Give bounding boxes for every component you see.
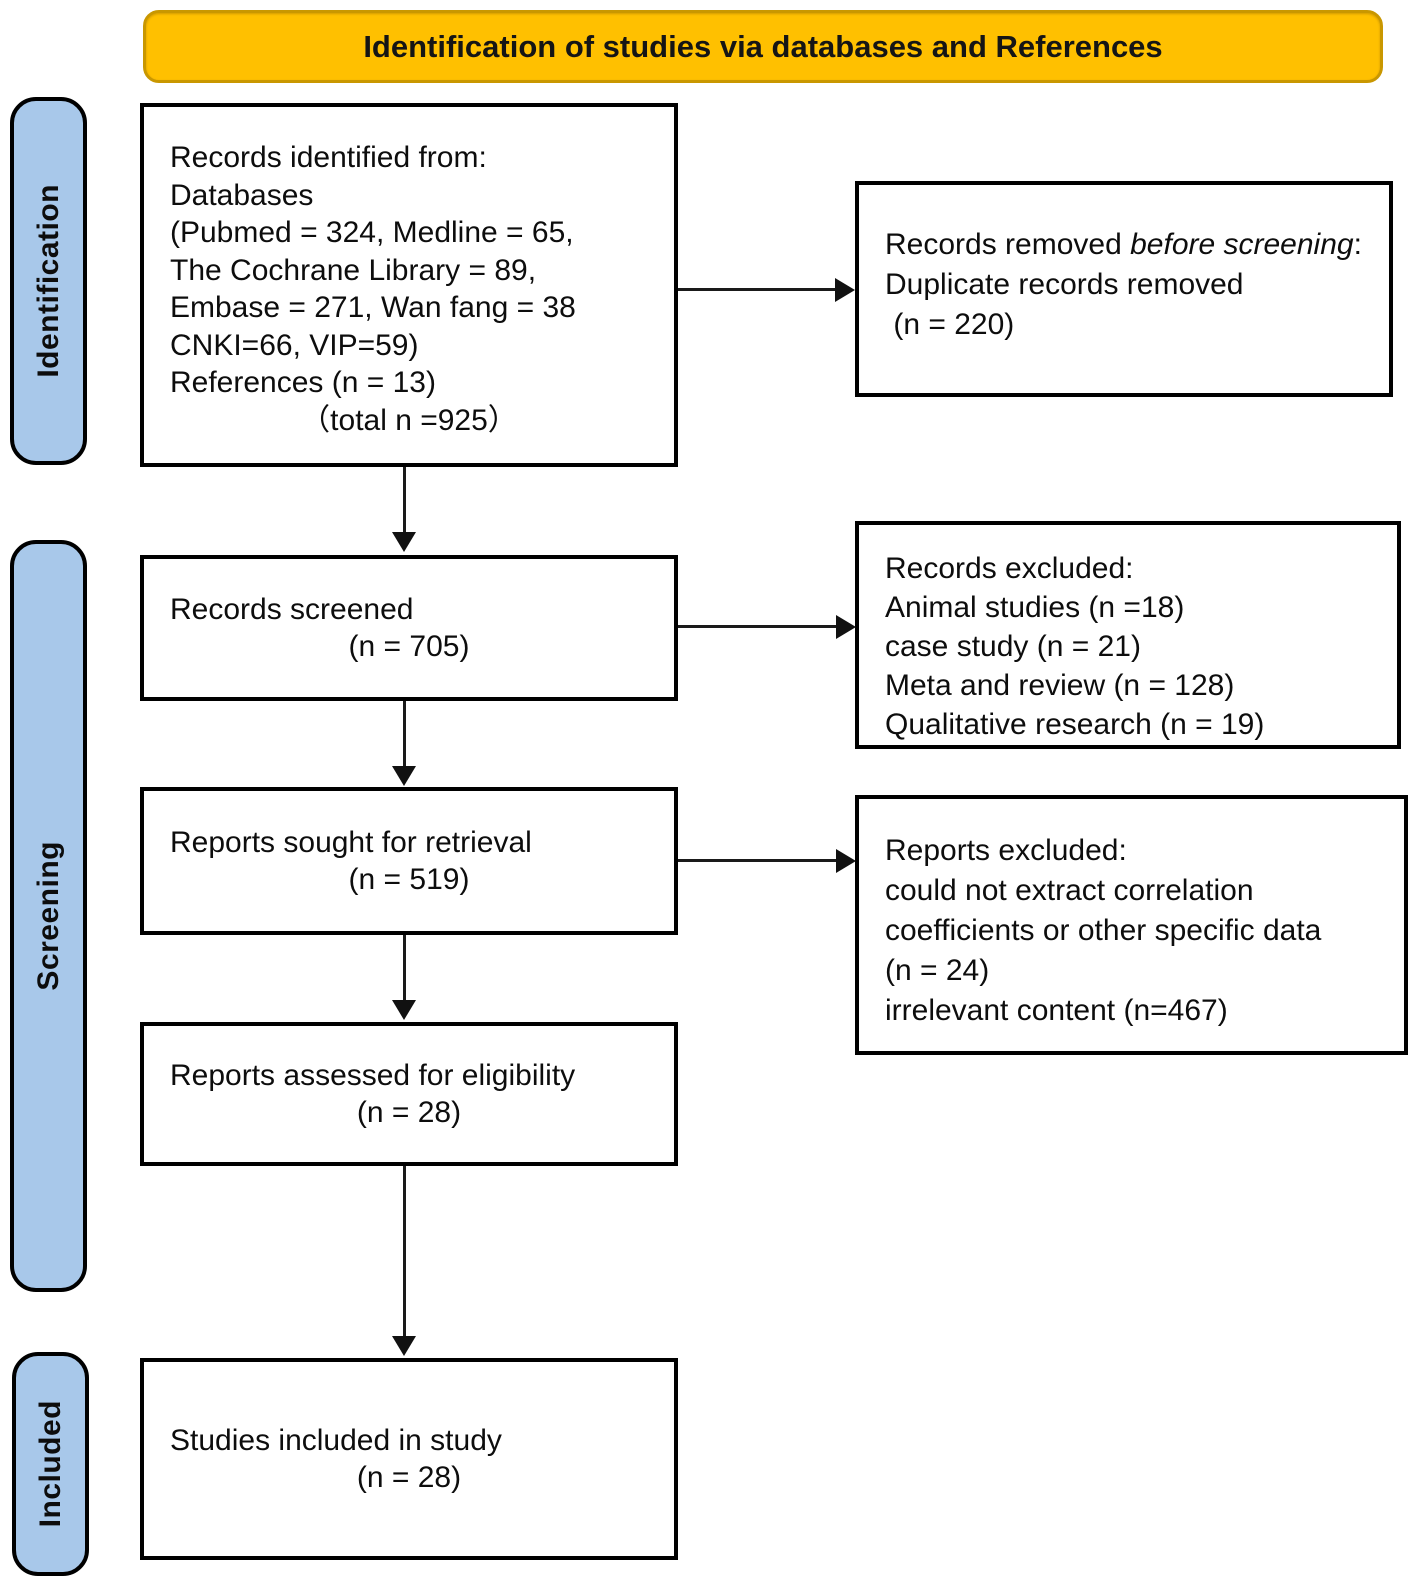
stage-included-label: Included [33, 1400, 67, 1528]
box-count: (n = 28) [356, 1096, 462, 1129]
text-line: Records removed before screening: [885, 225, 1363, 265]
text-line: Qualitative research (n = 19) [885, 708, 1265, 741]
box-studies-included: Studies included in study (n = 28) [140, 1358, 678, 1560]
header-banner: Identification of studies via databases … [143, 10, 1383, 83]
stage-screening: Screening [10, 540, 87, 1292]
box-title: Reports assessed for eligibility [170, 1058, 576, 1092]
box-records-screened: Records screened (n = 705) [140, 555, 678, 701]
text-line: Databases [170, 178, 314, 212]
arrow-head [835, 278, 855, 302]
stage-identification-label: Identification [31, 184, 65, 378]
removed-suffix: : [1353, 228, 1362, 261]
arrow-head [836, 849, 856, 873]
text-line: irrelevant content (n=467) [885, 993, 1228, 1027]
removed-prefix: Records removed [885, 228, 1131, 261]
text-line: Records identified from: [170, 141, 487, 174]
box-count: (n = 705) [348, 630, 470, 663]
box-reports-excluded: Reports excluded: could not extract corr… [855, 795, 1408, 1055]
arrow-head [392, 1336, 416, 1356]
text-line: case study (n = 21) [885, 630, 1141, 663]
text-line: coefficients or other specific data [885, 913, 1322, 947]
arrow-line [403, 935, 406, 1002]
text-line: Animal studies (n =18) [885, 591, 1185, 624]
arrow-head [392, 1000, 416, 1020]
arrow-line [403, 1166, 406, 1338]
text-line: Embase = 271, Wan fang = 38 [170, 291, 576, 324]
box-count: (n = 519) [348, 863, 470, 896]
box-records-excluded: Records excluded: Animal studies (n =18)… [855, 521, 1401, 749]
removed-italic: before screening [1130, 228, 1354, 261]
text-line: Duplicate records removed [885, 267, 1244, 301]
box-records-identified: Records identified from: Databases (Pubm… [140, 103, 678, 467]
text-line: (n = 24) [885, 953, 990, 987]
stage-included: Included [12, 1352, 89, 1576]
arrow-head [392, 766, 416, 786]
header-title: Identification of studies via databases … [363, 28, 1163, 64]
box-records-removed: Records removed before screening: Duplic… [855, 181, 1393, 397]
box-reports-sought: Reports sought for retrieval (n = 519) [140, 787, 678, 935]
text-line: The Cochrane Library = 89, [170, 253, 537, 287]
box-count: (n = 28) [356, 1461, 462, 1494]
text-line: (n = 220) [885, 307, 1015, 341]
box-title: Reports sought for retrieval [170, 825, 532, 859]
arrow-line [678, 288, 836, 291]
text-line: Meta and review (n = 128) [885, 669, 1235, 702]
arrow-line [403, 701, 406, 768]
stage-identification: Identification [10, 97, 87, 465]
arrow-head [836, 615, 856, 639]
arrow-line [403, 467, 406, 534]
box-reports-assessed: Reports assessed for eligibility (n = 28… [140, 1022, 678, 1166]
box-title: Records screened [170, 592, 414, 626]
arrow-line [678, 859, 838, 862]
total-line: （total n =925） [300, 403, 518, 437]
text-line: Reports excluded: [885, 834, 1127, 867]
arrow-head [392, 532, 416, 552]
text-line: Records excluded: [885, 552, 1134, 585]
text-line: References (n = 13) [170, 366, 436, 399]
box-title: Studies included in study [170, 1423, 502, 1457]
stage-screening-label: Screening [31, 841, 65, 991]
text-line: could not extract correlation [885, 873, 1254, 907]
text-line: CNKI=66, VIP=59) [170, 328, 419, 362]
arrow-line [678, 625, 838, 628]
text-line: (Pubmed = 324, Medline = 65, [170, 216, 574, 249]
